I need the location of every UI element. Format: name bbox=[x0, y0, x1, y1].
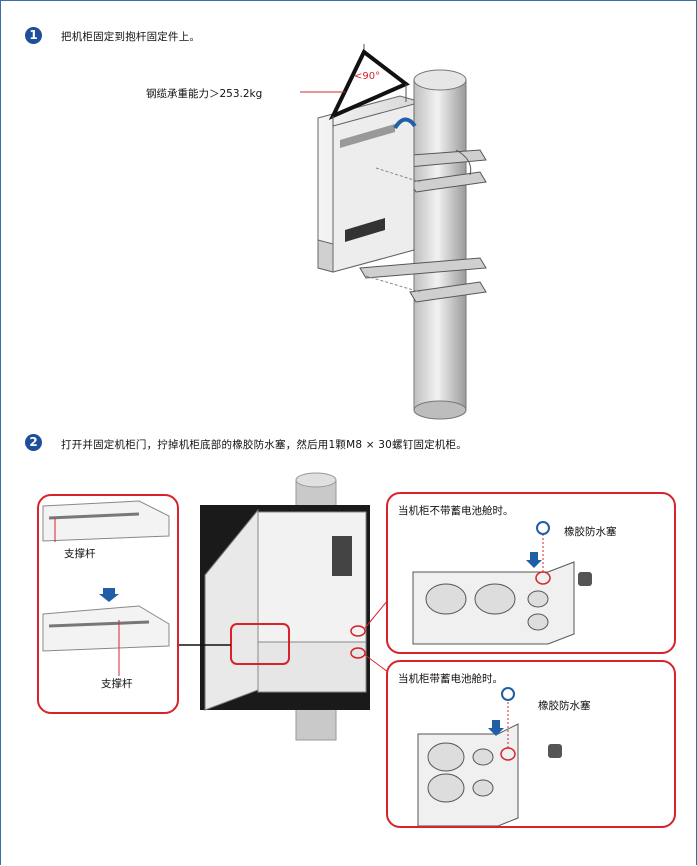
bolt-guide-lines bbox=[365, 167, 421, 293]
no-battery-plug-label: 橡胶防水塞 bbox=[564, 526, 617, 538]
battery-drawing bbox=[417, 687, 562, 826]
arrow-down-icon bbox=[526, 552, 542, 568]
sling-capacity-label: 钢缆承重能力＞253.2kg bbox=[146, 88, 263, 100]
support-rod-highlight bbox=[230, 623, 290, 665]
arrow-down-icon bbox=[99, 588, 119, 602]
support-rod-label-bottom: 支撑杆 bbox=[101, 678, 133, 690]
screw-rotate-icon bbox=[501, 687, 515, 701]
figure-1-illustration bbox=[300, 44, 487, 420]
angle-label: <90° bbox=[354, 71, 381, 82]
rubber-plug-icon bbox=[578, 572, 592, 586]
pole-bracket-lower bbox=[359, 257, 487, 303]
battery-panel: 当机柜带蓄电池舱时。 橡胶防水塞 bbox=[386, 660, 676, 828]
support-rod-label-top: 支撑杆 bbox=[64, 548, 96, 560]
rubber-plug-icon bbox=[548, 744, 562, 758]
no-battery-drawing bbox=[412, 521, 592, 645]
sling-triangle bbox=[328, 44, 410, 128]
no-battery-panel: 当机柜不带蓄电池舱时。 橡胶防水塞 bbox=[386, 492, 676, 654]
battery-title: 当机柜带蓄电池舱时。 bbox=[398, 673, 503, 685]
step-2-text: 打开并固定机柜门，拧掉机柜底部的橡胶防水塞，然后用1颗M8 × 30螺钉固定机柜… bbox=[61, 439, 467, 451]
step-1-text: 把机柜固定到抱杆固定件上。 bbox=[61, 31, 201, 43]
pole-shape bbox=[413, 69, 467, 420]
support-rod-drawing bbox=[42, 500, 170, 676]
battery-plug-label: 橡胶防水塞 bbox=[538, 700, 591, 712]
support-rod-panel: 支撑杆 支撑杆 bbox=[37, 494, 179, 714]
plug-highlight-top bbox=[350, 625, 366, 637]
step-1-badge: 1 bbox=[25, 27, 42, 44]
cabinet-shape bbox=[317, 95, 415, 273]
rotate-arrow-icon bbox=[393, 117, 417, 130]
plug-highlight-bottom bbox=[350, 647, 366, 659]
step-2-badge: 2 bbox=[25, 434, 42, 451]
screw-rotate-icon bbox=[536, 521, 550, 535]
arrow-down-icon bbox=[488, 720, 504, 736]
no-battery-title: 当机柜不带蓄电池舱时。 bbox=[398, 505, 514, 517]
